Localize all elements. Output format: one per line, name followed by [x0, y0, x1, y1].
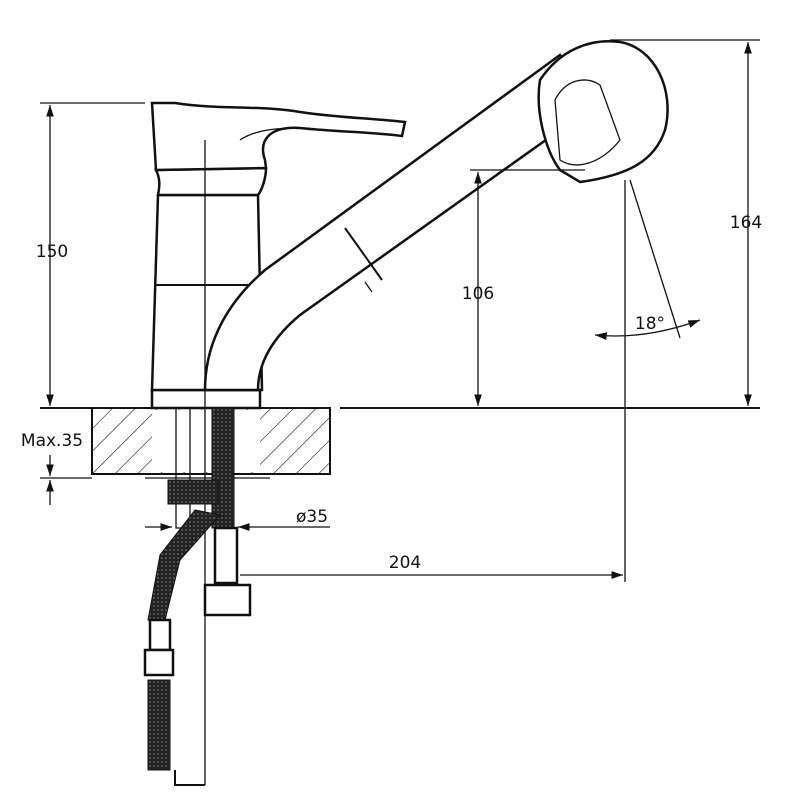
dim-164-label: 164: [729, 213, 763, 233]
dim-106-label: 106: [461, 284, 495, 304]
dimension-lines: [40, 39, 760, 582]
spout: [203, 40, 669, 392]
dim-150-label: 150: [35, 242, 69, 262]
dim-204-label: 204: [388, 553, 422, 573]
countertop: [40, 407, 760, 479]
handle: [150, 101, 407, 172]
hoses: [143, 407, 252, 771]
max-35-label: Max.35: [20, 431, 84, 451]
center-line-end: [174, 770, 205, 786]
diameter-35-label: ø35: [295, 507, 329, 527]
angle-18-label: 18°: [634, 314, 666, 334]
